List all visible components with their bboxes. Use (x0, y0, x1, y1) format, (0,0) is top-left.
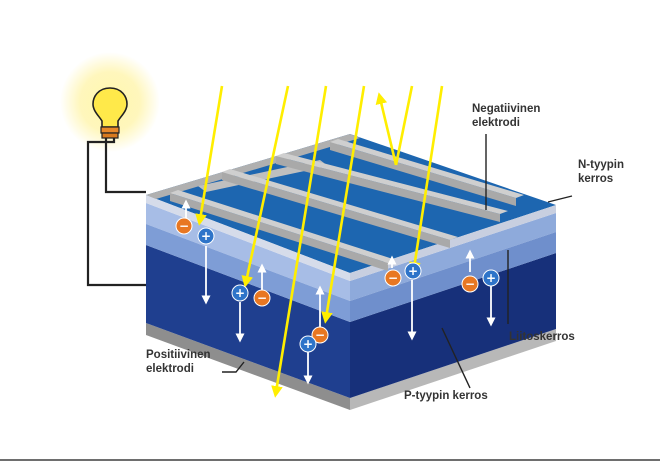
electrode-finger (276, 156, 500, 222)
plus-charge-icon: + (482, 269, 500, 287)
positive-electrode-slab-front (146, 323, 350, 410)
svg-text:−: − (388, 271, 398, 285)
label-negative-electrode: Negatiivinen elektrodi (472, 103, 544, 129)
leader-p-layer (441, 327, 471, 389)
svg-text:+: + (201, 229, 211, 243)
plus-charge-icon: + (231, 284, 249, 302)
plus-charge-icon: + (197, 227, 215, 245)
minus-charge-icon: − (311, 326, 329, 344)
positive-electrode-slab-right (350, 329, 556, 410)
electrode-finger (170, 193, 388, 271)
electrode-finger (222, 169, 458, 240)
p-layer-front (146, 245, 350, 398)
minus-charge-icon: − (384, 269, 402, 287)
svg-text:+: + (408, 264, 418, 278)
electrode-finger (276, 153, 508, 214)
electrode-finger (222, 172, 450, 248)
light-ray (409, 85, 444, 274)
leader-lines (222, 134, 573, 389)
charge-arrows (181, 199, 496, 385)
light-ray (321, 85, 366, 324)
svg-text:−: − (465, 277, 475, 291)
plus-charge-icon: + (299, 335, 317, 353)
negative-electrode-grid (146, 134, 524, 271)
electrode-busbar (146, 134, 360, 199)
svg-text:−: − (257, 291, 267, 305)
labels: Negatiivinen elektrodi N-tyypin kerros L… (146, 103, 627, 402)
label-junction: Liitoskerros (509, 331, 575, 343)
svg-text:+: + (235, 286, 245, 300)
plus-charge-icon: + (404, 262, 422, 280)
electrode-finger (330, 139, 524, 198)
top-surface-right-edge (350, 205, 556, 281)
label-positive-electrode: Positiivinen elektrodi (146, 349, 214, 375)
n-layer-right (350, 213, 556, 301)
n-layer-front (146, 203, 350, 301)
minus-charge-icon: − (461, 275, 479, 293)
minus-charge-icon: − (175, 217, 193, 235)
minus-charge-icon: − (253, 289, 271, 307)
light-ray-reflected (375, 92, 398, 166)
junction-layer-right (350, 232, 556, 322)
electrode-finger (170, 190, 396, 263)
p-layer-right (350, 253, 556, 398)
wire-to-negative-electrode (104, 138, 146, 194)
svg-text:−: − (179, 219, 189, 233)
leader-positive-electrode (222, 361, 245, 373)
svg-text:+: + (303, 337, 313, 351)
light-ray (394, 85, 414, 166)
svg-text:+: + (486, 271, 496, 285)
light-ray (241, 85, 290, 288)
light-bulb (60, 52, 160, 152)
light-bulb-icon (92, 87, 128, 139)
label-n-layer: N-tyypin kerros (578, 159, 627, 185)
svg-text:−: − (315, 328, 325, 342)
light-ray (195, 85, 224, 226)
charges: − + + − − + − + − + (175, 217, 500, 353)
leader-n-layer (547, 195, 573, 203)
wire-to-positive-electrode (86, 138, 146, 287)
light-rays (195, 85, 444, 398)
label-p-layer: P-tyypin kerros (404, 390, 488, 402)
light-ray (271, 85, 328, 398)
electrode-finger (330, 142, 516, 206)
